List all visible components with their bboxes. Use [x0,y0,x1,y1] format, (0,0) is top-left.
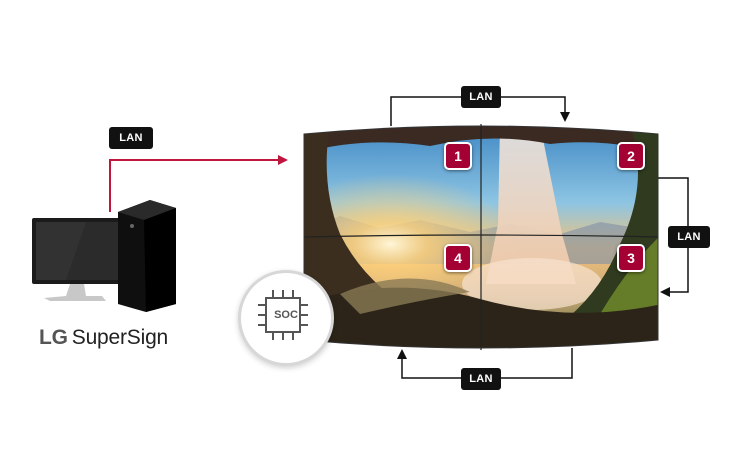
brand-prefix: LG [39,326,68,349]
soc-chip-icon [258,290,308,340]
panel-badge-2: 2 [617,142,645,170]
video-wall [303,124,659,350]
lan-tag-bottom: LAN [461,368,501,390]
monitor-icon [32,218,132,301]
lan-tag-top: LAN [461,86,501,108]
panel-badge-1: 1 [444,142,472,170]
lan-tag-right: LAN [668,226,710,248]
lan-tag-pc: LAN [109,127,153,149]
pc-to-wall-arrow [109,155,288,212]
brand-name: SuperSign [71,326,169,349]
panel-badge-3: 3 [617,244,645,272]
pc-icon [32,200,176,312]
panel-badge-4: 4 [444,244,472,272]
soc-label: SOC [274,309,298,321]
soc-badge: SOC [238,270,334,366]
